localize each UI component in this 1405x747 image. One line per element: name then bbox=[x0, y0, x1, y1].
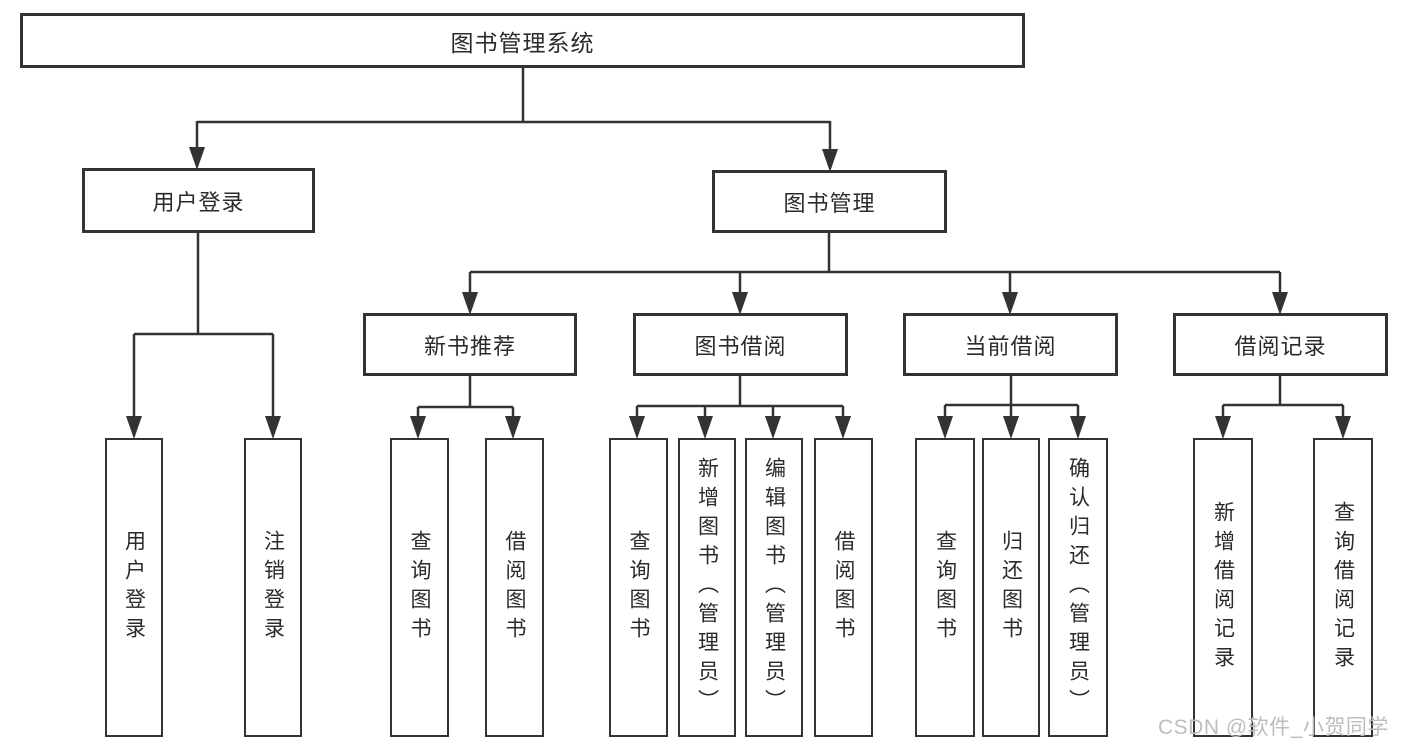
leaf-edit-book-admin: 编辑图书（管理员） bbox=[745, 438, 803, 737]
leaf-query-book-1: 查询图书 bbox=[390, 438, 449, 737]
node-user-login-label: 用户登录 bbox=[152, 189, 245, 215]
node-current-borrow: 当前借阅 bbox=[903, 313, 1118, 376]
arrowheads-level3 bbox=[462, 292, 1288, 315]
node-book-borrow: 图书借阅 bbox=[633, 313, 848, 376]
connector-newbook-leaves bbox=[416, 376, 515, 418]
leaf-query-book-2-label: 查询图书 bbox=[627, 529, 650, 646]
leaf-query-book-3: 查询图书 bbox=[915, 438, 975, 737]
node-root-label: 图书管理系统 bbox=[450, 29, 595, 56]
connector-login-to-leaves bbox=[132, 233, 275, 418]
leaf-borrow-book-1-label: 借阅图书 bbox=[503, 529, 526, 646]
leaf-confirm-return-admin-label: 确认归还（管理员） bbox=[1066, 457, 1090, 718]
leaf-borrow-book-2: 借阅图书 bbox=[814, 438, 873, 737]
connector-current-leaves bbox=[943, 376, 1080, 418]
leaf-add-borrow-record: 新增借阅记录 bbox=[1193, 438, 1253, 737]
node-new-book-recommend: 新书推荐 bbox=[363, 313, 577, 376]
leaf-query-borrow-record-label: 查询借阅记录 bbox=[1331, 500, 1355, 675]
leaf-query-borrow-record: 查询借阅记录 bbox=[1313, 438, 1373, 737]
node-new-book-recommend-label: 新书推荐 bbox=[423, 333, 516, 359]
arrowheads-level2 bbox=[189, 147, 838, 172]
leaf-query-book-3-label: 查询图书 bbox=[933, 529, 957, 646]
node-book-borrow-label: 图书借阅 bbox=[694, 333, 787, 359]
leaf-borrow-book-2-label: 借阅图书 bbox=[832, 529, 855, 646]
leaf-query-book-2: 查询图书 bbox=[609, 438, 668, 737]
connector-root-to-level2 bbox=[195, 68, 832, 152]
node-book-manage: 图书管理 bbox=[712, 170, 947, 233]
arrowheads-login-leaves bbox=[126, 416, 281, 439]
csdn-watermark: CSDN @软件_小贺同学 bbox=[1158, 716, 1389, 739]
leaf-user-login-label: 用户登录 bbox=[122, 529, 146, 646]
connector-record-leaves bbox=[1221, 376, 1345, 418]
leaf-return-book-label: 归还图书 bbox=[999, 529, 1023, 646]
leaf-edit-book-admin-label: 编辑图书（管理员） bbox=[762, 457, 786, 718]
leaf-logout: 注销登录 bbox=[244, 438, 302, 737]
leaf-add-borrow-record-label: 新增借阅记录 bbox=[1211, 500, 1235, 675]
node-current-borrow-label: 当前借阅 bbox=[964, 333, 1057, 359]
leaf-confirm-return-admin: 确认归还（管理员） bbox=[1048, 438, 1108, 737]
leaf-query-book-1-label: 查询图书 bbox=[408, 529, 431, 646]
connector-borrow-leaves bbox=[635, 376, 845, 418]
node-user-login: 用户登录 bbox=[82, 168, 315, 233]
connector-manage-to-level3 bbox=[468, 233, 1282, 294]
node-book-manage-label: 图书管理 bbox=[783, 190, 876, 216]
leaf-return-book: 归还图书 bbox=[982, 438, 1040, 737]
node-borrow-record-label: 借阅记录 bbox=[1234, 333, 1327, 359]
arrowheads-leaves bbox=[410, 416, 1351, 439]
leaf-add-book-admin: 新增图书（管理员） bbox=[678, 438, 736, 737]
leaf-add-book-admin-label: 新增图书（管理员） bbox=[695, 457, 719, 718]
leaf-user-login: 用户登录 bbox=[105, 438, 163, 737]
leaf-logout-label: 注销登录 bbox=[261, 529, 285, 646]
node-root: 图书管理系统 bbox=[20, 13, 1025, 68]
node-borrow-record: 借阅记录 bbox=[1173, 313, 1388, 376]
leaf-borrow-book-1: 借阅图书 bbox=[485, 438, 544, 737]
